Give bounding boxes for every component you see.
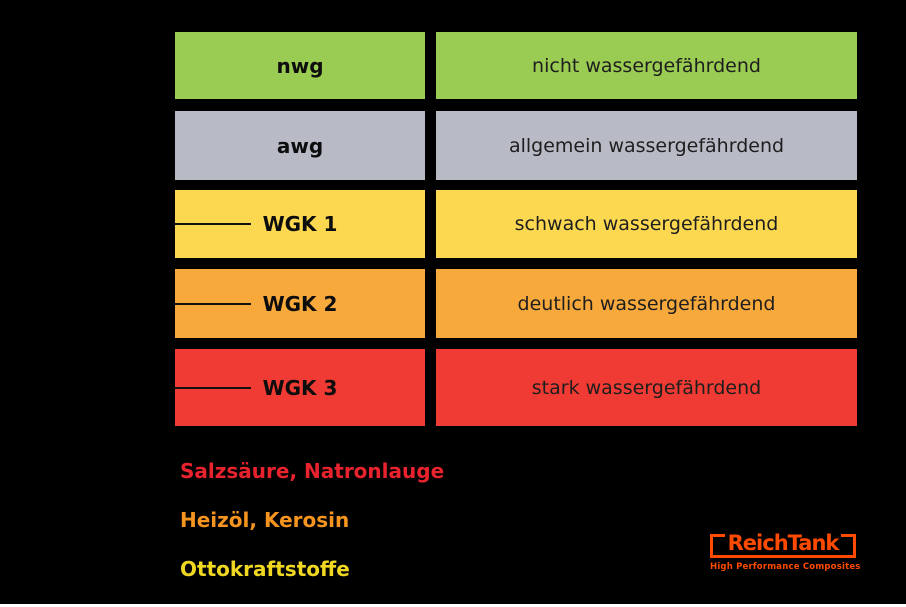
class-code-cell: WGK 2 (175, 269, 425, 338)
class-description-cell: schwach wassergefährdend (436, 190, 857, 258)
class-code-label: nwg (276, 53, 324, 78)
table-row: WGK 2 deutlich wassergefährdend (175, 269, 857, 338)
table-row: awg allgemein wassergefährdend (175, 111, 857, 180)
leader-line (175, 302, 251, 305)
class-code-label: WGK 3 (262, 375, 338, 400)
class-code-cell: WGK 1 (175, 190, 425, 258)
table-row: WGK 3 stark wassergefährdend (175, 349, 857, 426)
class-code-cell: awg (175, 111, 425, 180)
class-code-label: WGK 1 (262, 212, 338, 236)
class-code-label: awg (276, 133, 324, 158)
class-description-cell: nicht wassergefährdend (436, 32, 857, 99)
table-row: WGK 1 schwach wassergefährdend (175, 190, 857, 258)
example-substance-wgk3: Salzsäure, Natronlauge (180, 459, 445, 483)
class-description-label: stark wassergefährdend (531, 376, 762, 399)
class-description-cell: stark wassergefährdend (436, 349, 857, 426)
table-row: nwg nicht wassergefährdend (175, 32, 857, 99)
leader-line (175, 386, 251, 389)
class-description-label: nicht wassergefährdend (532, 54, 761, 77)
class-description-label: allgemein wassergefährdend (508, 134, 785, 157)
logo-frame: ReichTank (710, 531, 856, 558)
logo-tagline: High Performance Composites (710, 562, 861, 572)
reichtank-logo: ReichTank High Performance Composites (710, 531, 861, 572)
class-code-cell: nwg (175, 32, 425, 99)
water-hazard-class-table: nwg nicht wassergefährdend awg allgemein… (175, 32, 857, 426)
logo-brand-text: ReichTank (727, 531, 840, 555)
example-substance-wgk2: Heizöl, Kerosin (180, 508, 350, 532)
class-description-label: schwach wassergefährdend (514, 213, 779, 235)
class-description-label: deutlich wassergefährdend (517, 292, 776, 315)
example-substance-wgk1: Ottokraftstoffe (180, 557, 350, 581)
class-description-cell: deutlich wassergefährdend (436, 269, 857, 338)
class-code-cell: WGK 3 (175, 349, 425, 426)
class-description-cell: allgemein wassergefährdend (436, 111, 857, 180)
example-substances-list: Salzsäure, Natronlauge Heizöl, Kerosin O… (180, 460, 444, 607)
leader-line (175, 223, 251, 225)
class-code-label: WGK 2 (262, 291, 338, 316)
